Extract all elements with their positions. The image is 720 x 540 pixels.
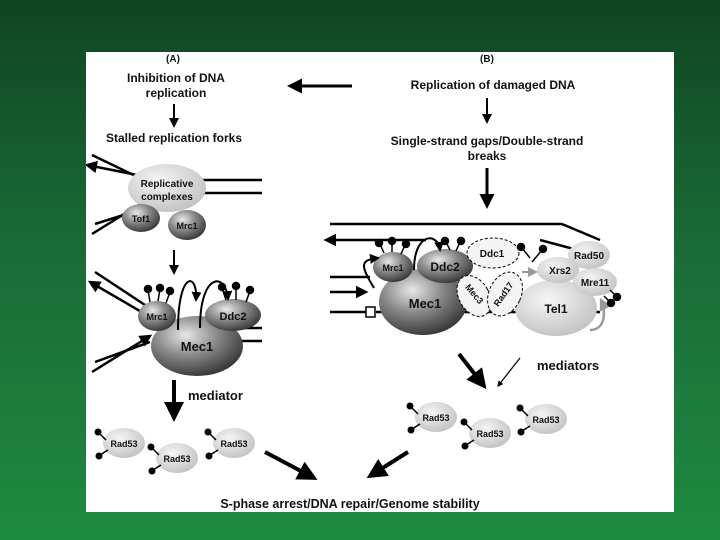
ddc2-label-a: Ddc2 [220,311,247,323]
arrow-a-to-outcome [264,450,318,480]
mediator-label: mediator [188,388,243,403]
ddc2-label-b: Ddc2 [430,260,460,274]
tof1-protein [122,204,160,232]
strand-break-marker [365,306,376,318]
mec1-protein-a [151,316,243,376]
curved-arrow-b2 [413,237,445,271]
phospho-pins-b [374,236,622,308]
panel-a-label: (A) [166,54,180,65]
panel-b-label: (B) [480,54,494,65]
gaps-line1: Single-strand gaps/Double-strand [391,134,584,148]
rad53-b-1 [406,402,457,434]
tof1-label: Tof1 [132,214,150,224]
rad53-b-2-label: Rad53 [476,429,503,439]
mre11-label: Mre11 [581,278,610,289]
rad53-a-2-label: Rad53 [163,454,190,464]
rad53-a-1 [94,428,145,460]
ddc2-protein-b [417,249,473,283]
replicative-complex [128,164,206,212]
rad53-b-2 [460,418,511,450]
stalled-forks-label: Stalled replication forks [106,131,242,145]
replicative-line1: Replicative [141,179,194,190]
diagram-panel: (A) Inhibition of DNA replication Stalle… [84,52,674,512]
ddc1-label: Ddc1 [480,249,505,260]
mrc1-protein-b [373,252,413,282]
rad53-a-3-label: Rad53 [220,439,247,449]
mrc1-label-b: Mrc1 [382,263,403,273]
clamp-911 [456,237,523,317]
arrow-mediators-thin [497,357,521,387]
inhibition-line1: Inhibition of DNA [127,71,225,85]
mediators-label: mediators [537,358,599,373]
rad53-b-3-label: Rad53 [532,415,559,425]
mrc1-protein-lower [138,301,176,331]
rad53-a-2 [147,443,198,475]
rad50-label: Rad50 [574,251,604,262]
curved-arrow-a2 [199,280,233,329]
rad53-b-1-label: Rad53 [422,413,449,423]
arrow-b-to-outcome [366,450,410,479]
tel1-protein [515,280,597,336]
mrc1-protein-top [168,210,206,240]
ddc2-protein-a [205,299,261,331]
arrow-mediators-thick [457,352,487,390]
curved-arrow-a1 [177,280,202,331]
rad53-a-3 [204,428,255,460]
xrs2-protein [537,257,579,283]
mec1-protein-b [379,269,467,335]
curved-arrow-tel1-gray [589,297,612,332]
replication-damaged-label: Replication of damaged DNA [411,78,576,92]
rad53-b-3 [516,404,567,436]
mre11-protein [573,268,617,296]
mrc1-label-lower: Mrc1 [146,312,167,322]
mec1-label-b: Mec1 [409,296,442,311]
tel1-label: Tel1 [544,302,567,316]
rad53-a-1-label: Rad53 [110,439,137,449]
gaps-line2: breaks [468,149,507,163]
xrs2-label: Xrs2 [549,266,571,277]
fork-a-lower [87,270,262,374]
curved-arrow-b1 [363,253,380,289]
mec1-label-a: Mec1 [181,339,214,354]
outcome-label: S-phase arrest/DNA repair/Genome stabili… [220,497,479,511]
checkpoint-diagram: (A) Inhibition of DNA replication Stalle… [84,54,622,511]
inhibition-line2: replication [146,86,207,100]
rad50-protein [568,241,610,269]
replicative-line2: complexes [141,192,193,203]
mrc1-label-top: Mrc1 [176,221,197,231]
